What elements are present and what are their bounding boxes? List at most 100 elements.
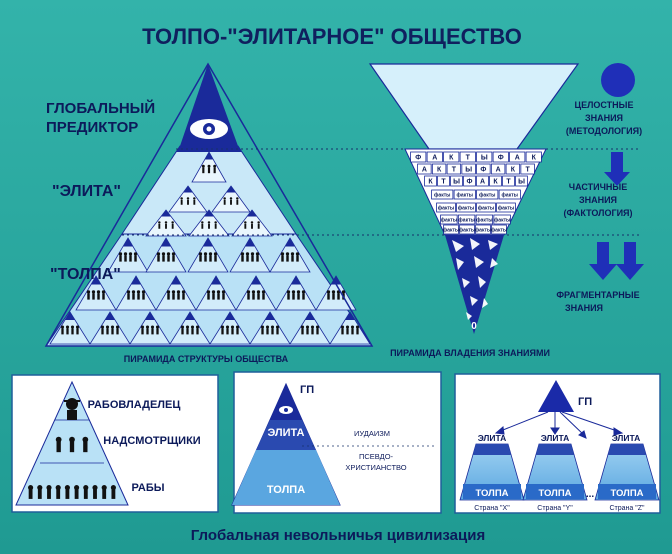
religion-christianity: ХРИСТИАНСТВО xyxy=(345,463,406,472)
svg-text:А: А xyxy=(432,155,437,162)
svg-text:факты: факты xyxy=(498,205,514,212)
svg-text:Ф: Ф xyxy=(467,179,473,186)
svg-text:факты: факты xyxy=(457,192,473,199)
elite-sub-pyramids xyxy=(145,151,273,237)
label-slaveowner: РАБОВЛАДЕЛЕЦ xyxy=(88,399,181,411)
sub-pyramid xyxy=(269,237,311,273)
svg-text:факты: факты xyxy=(476,217,492,224)
slave-society-panel: РАБОВЛАДЕЛЕЦ НАДСМОТРЩИКИ РАБЫ xyxy=(11,374,219,513)
country-y-pyramid: ТОЛПА xyxy=(522,443,588,501)
sub-pyramid xyxy=(229,237,271,273)
sub-pyramid xyxy=(49,311,91,345)
svg-text:А: А xyxy=(496,167,501,174)
svg-text:Т: Т xyxy=(452,167,457,174)
knowledge-fragment-line2: ЗНАНИЯ xyxy=(565,303,603,313)
svg-text:Ы: Ы xyxy=(453,179,460,186)
sub-pyramid xyxy=(275,275,317,311)
elite-label: ЭЛИТА xyxy=(267,427,304,439)
svg-text:К: К xyxy=(511,167,516,174)
elite-label-x: ЭЛИТА xyxy=(478,433,507,443)
svg-text:Т: Т xyxy=(441,179,446,186)
gp-apex xyxy=(538,380,574,412)
svg-text:Ф: Ф xyxy=(480,167,486,174)
sub-pyramid xyxy=(209,311,251,345)
gp-label-countries: ГП xyxy=(578,396,592,408)
knowledge-partial-line2: ЗНАНИЯ xyxy=(579,195,617,205)
sub-pyramid xyxy=(75,275,117,311)
religion-judaism: ИУДАИЗМ xyxy=(354,429,390,438)
zero-mark: 0 xyxy=(471,321,477,332)
svg-text:К: К xyxy=(449,155,454,162)
label-overseers: НАДСМОТРЩИКИ xyxy=(103,435,201,447)
knowledge-whole-line1: ЦЕЛОСТНЫЕ xyxy=(575,100,634,110)
whole-knowledge-circle-icon xyxy=(601,63,635,97)
sub-pyramid xyxy=(187,237,229,273)
svg-text:факты: факты xyxy=(494,217,510,224)
country-x: Страна "X" xyxy=(474,505,510,512)
svg-text:факты: факты xyxy=(491,227,507,234)
slaveowner-figure-icon xyxy=(64,398,80,420)
knowledge-partial-line3: (ФАКТОЛОГИЯ) xyxy=(563,208,632,218)
sub-pyramid xyxy=(195,275,237,311)
svg-text:К: К xyxy=(437,167,442,174)
crowd-label-y: ТОЛПА xyxy=(538,488,571,499)
sub-pyramid xyxy=(155,275,197,311)
label-elite: "ЭЛИТА" xyxy=(52,183,121,200)
svg-text:А: А xyxy=(422,167,427,174)
svg-text:факты: факты xyxy=(443,227,459,234)
left-caption: ПИРАМИДА СТРУКТУРЫ ОБЩЕСТВА xyxy=(124,354,289,364)
svg-text:факты: факты xyxy=(434,192,450,199)
double-down-arrow-icon xyxy=(589,242,644,280)
down-arrow-icon xyxy=(604,152,630,186)
crowd-label: ТОЛПА xyxy=(267,484,305,496)
sub-pyramid xyxy=(129,311,171,345)
svg-text:факты: факты xyxy=(441,217,457,224)
sub-pyramid xyxy=(249,311,291,345)
svg-text:К: К xyxy=(428,179,433,186)
page-title: ТОЛПО-"ЭЛИТАРНОЕ" ОБЩЕСТВО xyxy=(142,24,522,49)
svg-text:К: К xyxy=(532,155,537,162)
country-x-pyramid: ТОЛПА xyxy=(459,443,525,501)
sub-pyramid xyxy=(89,311,131,345)
svg-text:Ы: Ы xyxy=(465,167,472,174)
sub-pyramid xyxy=(235,275,277,311)
label-crowd: "ТОЛПА" xyxy=(50,266,121,283)
svg-text:факты: факты xyxy=(478,205,494,212)
sub-pyramid xyxy=(115,275,157,311)
svg-text:А: А xyxy=(480,179,485,186)
crowd-label-x: ТОЛПА xyxy=(475,488,508,499)
svg-text:факты: факты xyxy=(458,217,474,224)
svg-text:факты: факты xyxy=(438,205,454,212)
gp-label: ГП xyxy=(300,384,314,396)
svg-text:Т: Т xyxy=(525,167,530,174)
sub-pyramid xyxy=(289,311,331,345)
svg-text:факты: факты xyxy=(502,192,518,199)
svg-text:факты: факты xyxy=(458,205,474,212)
sub-pyramid xyxy=(169,311,211,345)
svg-text:факты: факты xyxy=(459,227,475,234)
country-y: Страна "Y" xyxy=(537,505,573,512)
svg-text:факты: факты xyxy=(475,227,491,234)
knowledge-fragment-line1: ФРАГМЕНТАРНЫЕ xyxy=(556,290,639,300)
right-caption: ПИРАМИДА ВЛАДЕНИЯ ЗНАНИЯМИ xyxy=(390,348,550,358)
knowledge-whole-line2: ЗНАНИЯ xyxy=(585,113,623,123)
svg-text:Т: Т xyxy=(466,155,471,162)
label-slaves: РАБЫ xyxy=(132,482,165,494)
country-z-pyramid: ТОЛПА xyxy=(594,443,660,501)
sub-pyramid xyxy=(329,311,371,345)
fragment-shards xyxy=(452,238,498,320)
crowd-label-z: ТОЛПА xyxy=(610,488,643,499)
crowd-sub-pyramids xyxy=(49,237,371,345)
eye-icon xyxy=(190,119,228,139)
label-global: ГЛОБАЛЬНЫЙ xyxy=(46,99,155,117)
religion-panel: ГП ЭЛИТА ТОЛПА ИУДАИЗМ ПСЕВДО- ХРИСТИАНС… xyxy=(231,371,442,514)
society-structure-pyramid xyxy=(44,62,374,347)
svg-text:Т: Т xyxy=(506,179,511,186)
svg-text:Ф: Ф xyxy=(415,155,421,162)
svg-text:факты: факты xyxy=(479,192,495,199)
footer-caption: Глобальная невольничья цивилизация xyxy=(191,527,485,544)
svg-text:К: К xyxy=(493,179,498,186)
